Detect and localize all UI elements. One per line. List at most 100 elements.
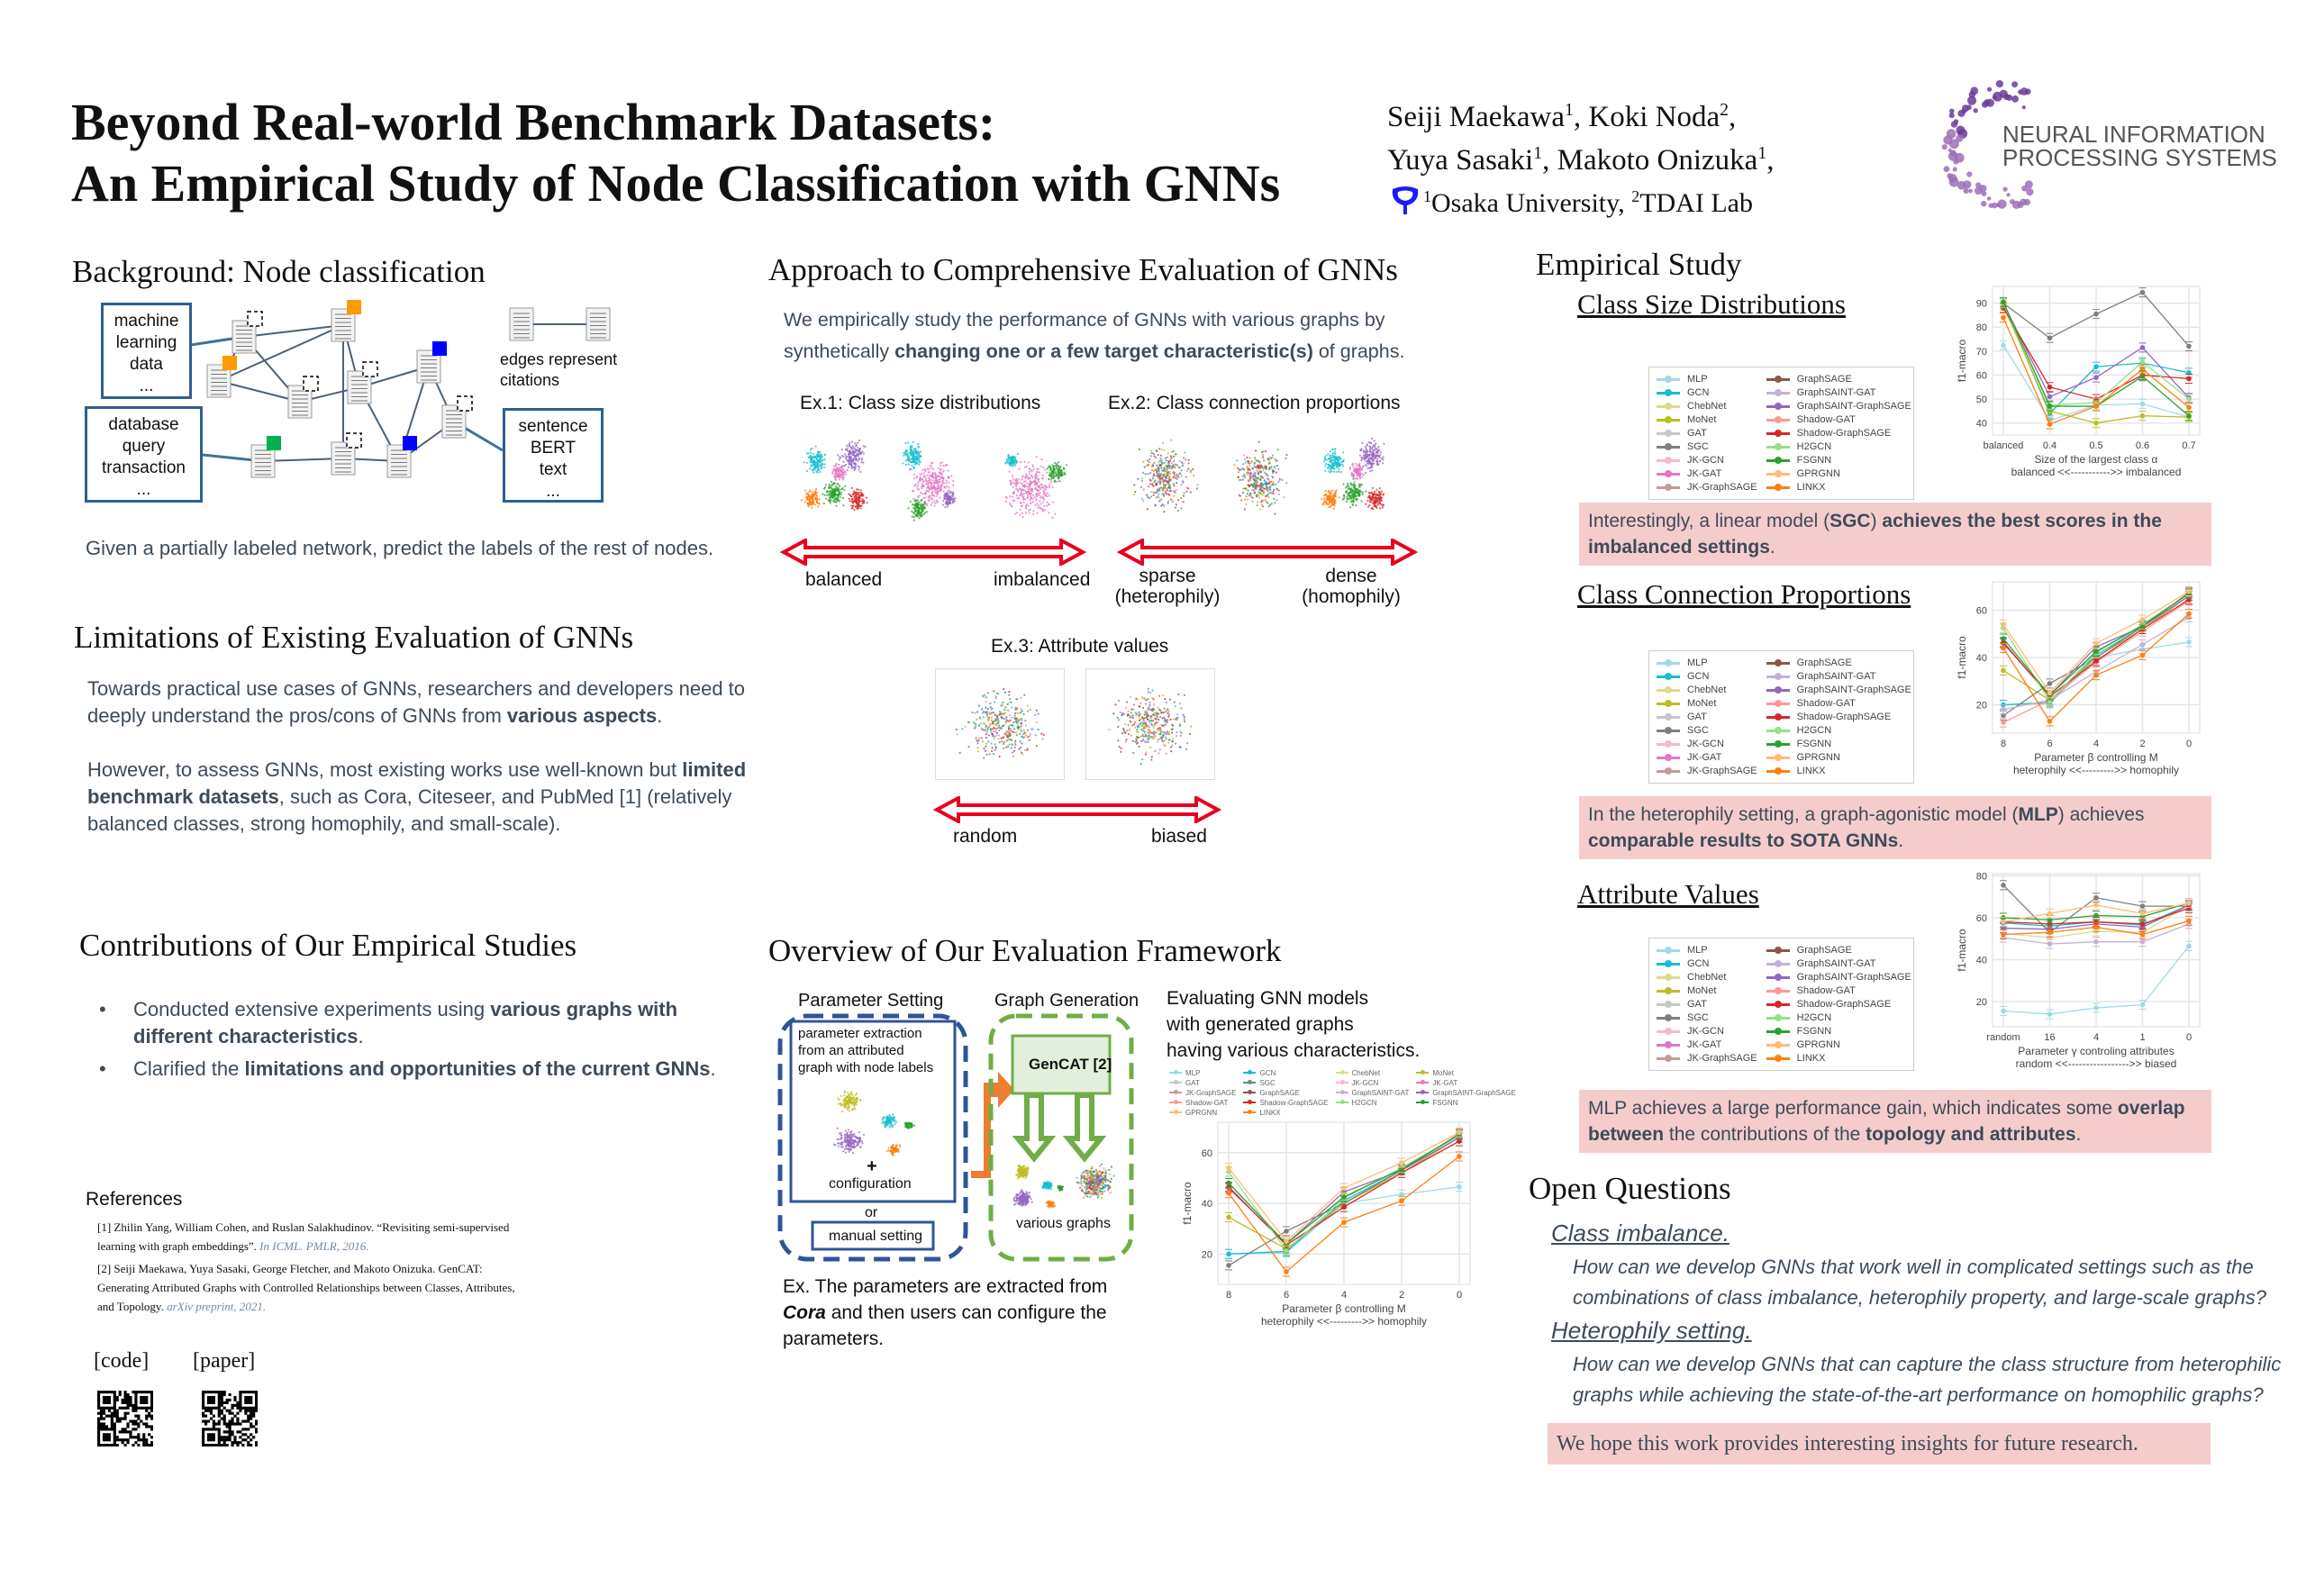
qr-module — [228, 1430, 232, 1434]
node-point — [1158, 708, 1160, 711]
node-point — [850, 448, 854, 450]
node-point — [920, 503, 922, 505]
node-point — [1358, 473, 1361, 476]
node-point — [1241, 491, 1244, 494]
code-qr-code[interactable] — [97, 1391, 153, 1446]
qr-module — [222, 1422, 226, 1426]
node-point — [803, 461, 805, 464]
qr-module — [137, 1444, 141, 1446]
node-point — [1013, 460, 1016, 463]
node-point — [1006, 739, 1009, 742]
node-point — [849, 441, 851, 444]
node-point — [1041, 476, 1044, 480]
node-point — [1324, 465, 1327, 467]
node-point — [1187, 467, 1190, 470]
ex2-double-arrow-icon — [1117, 539, 1418, 566]
node-point — [1341, 459, 1344, 463]
node-point — [857, 441, 859, 444]
qr-module — [121, 1398, 124, 1402]
node-point — [1161, 476, 1164, 480]
node-point — [1139, 762, 1142, 766]
node-point — [1243, 454, 1246, 457]
qr-module — [97, 1428, 101, 1431]
node-point — [1009, 724, 1012, 727]
qr-module — [228, 1392, 232, 1397]
node-point — [1057, 475, 1059, 477]
text-segment: , Koki Noda — [1573, 101, 1720, 133]
node-point — [1035, 721, 1038, 724]
node-point — [1155, 731, 1158, 734]
node-point — [990, 712, 994, 714]
qr-module — [206, 1391, 211, 1394]
node-point — [863, 502, 866, 504]
qr-module — [142, 1441, 146, 1445]
paper-qr-code[interactable] — [202, 1391, 258, 1446]
qr-module — [228, 1398, 232, 1402]
node-point — [838, 1098, 840, 1101]
node-point — [849, 494, 851, 496]
node-point — [912, 519, 915, 521]
code-label: [code] — [94, 1349, 150, 1373]
node-point — [803, 501, 806, 503]
node-point — [1015, 485, 1018, 488]
node-point — [891, 1113, 894, 1116]
node-point — [1056, 480, 1058, 483]
node-point — [1032, 512, 1035, 515]
node-point — [1036, 467, 1039, 470]
node-point — [1158, 715, 1162, 719]
logo-dot — [2006, 193, 2011, 197]
node-point — [1010, 458, 1012, 460]
node-point — [986, 707, 989, 711]
node-point — [1021, 482, 1023, 485]
qr-module — [132, 1419, 135, 1423]
node-point — [1249, 495, 1252, 498]
node-point — [1373, 490, 1376, 494]
node-point — [881, 1119, 884, 1121]
node-point — [1160, 493, 1164, 495]
node-point — [1236, 459, 1239, 462]
node-point — [1265, 498, 1267, 501]
qr-module — [239, 1392, 242, 1397]
node-point — [1327, 498, 1330, 501]
node-point — [976, 718, 978, 721]
qr-module — [123, 1398, 127, 1402]
node-point — [1008, 458, 1011, 461]
node-point — [928, 481, 931, 484]
qr-module — [148, 1411, 151, 1415]
node-point — [1007, 725, 1010, 728]
qr-module — [129, 1403, 132, 1407]
qr-module — [110, 1414, 113, 1418]
node-point — [854, 451, 857, 454]
node-point — [1152, 494, 1155, 496]
node-point — [837, 487, 840, 490]
node-point — [1133, 726, 1137, 729]
node-point — [1333, 470, 1336, 473]
qr-module — [129, 1436, 132, 1439]
node-point — [1168, 698, 1172, 701]
node-point — [967, 721, 970, 723]
node-point — [961, 728, 964, 730]
node-point — [1342, 494, 1346, 497]
qr-module — [206, 1395, 211, 1400]
logo-dot — [1966, 95, 1977, 105]
node-point — [1118, 745, 1121, 748]
node-point — [1379, 507, 1382, 510]
node-point — [1355, 470, 1357, 473]
qr-module — [202, 1419, 205, 1423]
node-point — [1335, 457, 1339, 459]
qr-module — [244, 1395, 248, 1400]
node-point — [1039, 491, 1041, 494]
node-point — [1267, 483, 1271, 485]
node-point — [1164, 723, 1167, 726]
node-point — [832, 499, 835, 502]
qr-module — [126, 1441, 130, 1445]
node-point — [1256, 494, 1258, 498]
node-point — [813, 503, 817, 506]
node-point — [1167, 719, 1169, 721]
qr-module — [104, 1436, 109, 1439]
unknown-label-icon — [457, 395, 473, 412]
node-point — [1176, 713, 1179, 716]
node-point — [837, 454, 840, 457]
qr-module — [115, 1411, 119, 1415]
node-point — [1048, 478, 1050, 481]
